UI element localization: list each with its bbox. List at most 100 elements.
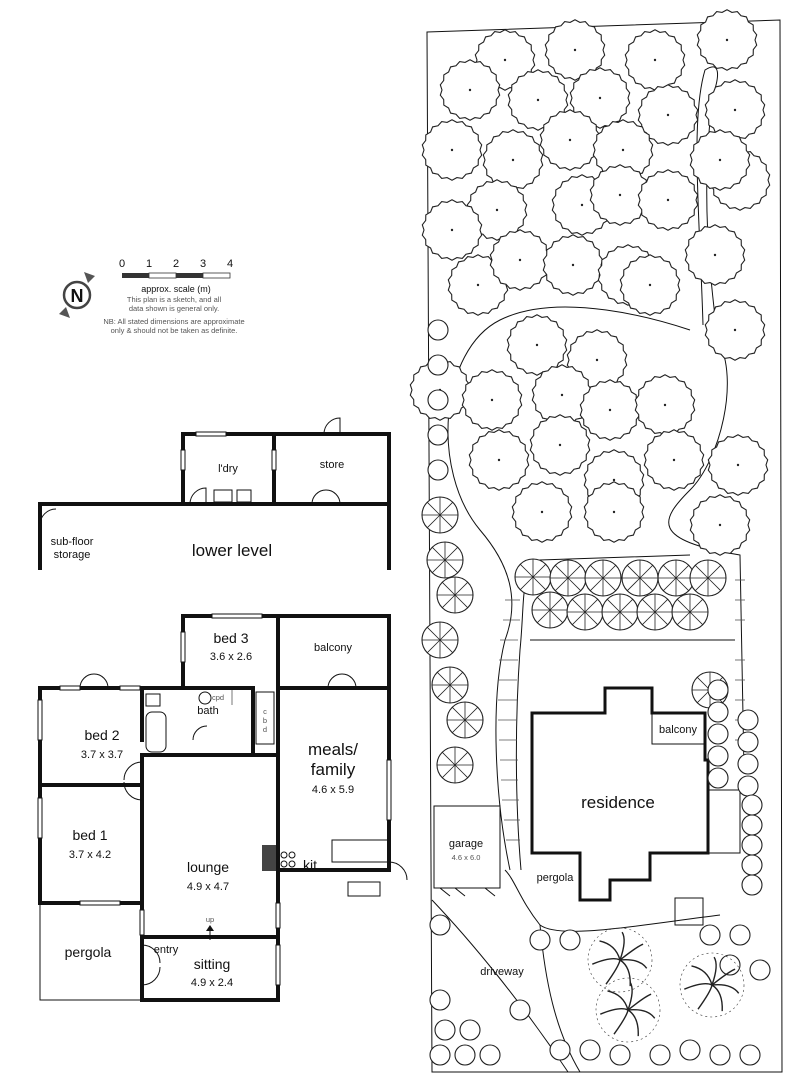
small-tree-icon	[427, 459, 449, 481]
garage-label: garage	[449, 838, 483, 850]
meals-label-2: family	[311, 760, 356, 779]
subfloor-label-1: sub-floor	[51, 536, 94, 548]
shrub-icon	[584, 559, 622, 597]
shrub-icon	[671, 593, 709, 631]
cpd-label: cpd	[212, 693, 224, 702]
disclaimer-line-1: This plan is a sketch, and all	[127, 295, 222, 304]
cbd-b: b	[263, 716, 267, 725]
cbd-d: d	[263, 725, 267, 734]
small-tree-icon	[427, 354, 449, 376]
cbd-c: c	[263, 707, 267, 716]
lower-level-title: lower level	[192, 541, 272, 560]
small-tree-icon	[737, 709, 759, 731]
small-tree-icon	[741, 874, 763, 896]
bed1-label: bed 1	[72, 827, 107, 843]
scale-tick-3: 3	[200, 258, 206, 270]
small-tree-icon	[429, 1044, 451, 1066]
small-tree-icon	[741, 854, 763, 876]
kitchen-label: kit.	[303, 857, 321, 873]
shrub-icon	[549, 559, 587, 597]
sitting-dims: 4.9 x 2.4	[191, 977, 233, 989]
small-tree-icon	[737, 731, 759, 753]
small-tree-icon	[679, 1039, 701, 1061]
gum-tree-icon	[587, 927, 653, 993]
small-tree-icon	[579, 1039, 601, 1061]
scale-bar	[122, 272, 231, 279]
shrub-icon	[636, 593, 674, 631]
scale-legend: 0 1 2 3 4 approx. scale (m) This plan is…	[103, 258, 244, 335]
small-tree-icon	[479, 1044, 501, 1066]
small-tree-icon	[729, 924, 751, 946]
small-tree-icon	[427, 389, 449, 411]
shrub-icon	[421, 621, 459, 659]
lounge-label: lounge	[187, 859, 229, 875]
disclaimer-line-4: only & should not be taken as definite.	[111, 326, 238, 335]
pergola-label: pergola	[65, 944, 112, 960]
lounge-dims: 4.9 x 4.7	[187, 881, 229, 893]
small-tree-icon	[707, 679, 729, 701]
garage-dims: 4.6 x 6.0	[452, 853, 481, 862]
shrub-icon	[566, 593, 604, 631]
small-tree-icon	[434, 1019, 456, 1041]
small-tree-icon	[707, 701, 729, 723]
shrub-icon	[436, 746, 474, 784]
small-tree-icon	[529, 929, 551, 951]
upper-level-plan: up bed 3 3.6 x 2.6 balcony bed 2 3.7 x 3…	[37, 613, 408, 1002]
small-tree-icon	[707, 723, 729, 745]
eucalypt-trees	[587, 927, 745, 1043]
star-trees	[421, 496, 729, 784]
gum-tree-icon	[679, 952, 745, 1018]
store-label: store	[320, 459, 344, 471]
small-tree-icon	[737, 775, 759, 797]
site-pergola-label: pergola	[537, 872, 575, 884]
small-tree-icon	[429, 914, 451, 936]
small-tree-icon	[699, 924, 721, 946]
shrub-icon	[421, 496, 459, 534]
small-tree-icon	[427, 424, 449, 446]
lower-level-plan: l'dry store sub-floor storage lower leve…	[38, 417, 391, 570]
small-tree-icon	[707, 767, 729, 789]
large-trees	[409, 9, 771, 556]
meals-dims: 4.6 x 5.9	[312, 784, 354, 796]
sitting-label: sitting	[194, 956, 231, 972]
shrub-icon	[531, 591, 569, 629]
small-tree-icon	[649, 1044, 671, 1066]
small-tree-icon	[719, 954, 741, 976]
small-tree-icon	[559, 929, 581, 951]
shrub-icon	[514, 558, 552, 596]
bath-label: bath	[197, 705, 218, 717]
upper-balcony-label: balcony	[314, 642, 352, 654]
small-tree-icon	[737, 753, 759, 775]
shrub-icon	[621, 559, 659, 597]
small-trees	[427, 319, 771, 1066]
scale-label: approx. scale (m)	[141, 284, 211, 294]
shrub-icon	[446, 701, 484, 739]
meals-label-1: meals/	[308, 740, 358, 759]
scale-tick-1: 1	[146, 258, 152, 270]
gum-tree-icon	[595, 977, 661, 1043]
shrub-icon	[601, 593, 639, 631]
shrub-icon	[431, 666, 469, 704]
small-tree-icon	[609, 1044, 631, 1066]
shrub-icon	[426, 541, 464, 579]
scale-tick-2: 2	[173, 258, 179, 270]
shrub-icon	[436, 576, 474, 614]
disclaimer-line-2: data shown is general only.	[129, 304, 219, 313]
shrub-icon	[657, 559, 695, 597]
shrub-icon	[689, 559, 727, 597]
residence-label: residence	[581, 793, 655, 812]
bed1-dims: 3.7 x 4.2	[69, 849, 111, 861]
scale-tick-4: 4	[227, 258, 233, 270]
small-tree-icon	[429, 989, 451, 1011]
scale-tick-0: 0	[119, 258, 125, 270]
bed3-label: bed 3	[213, 630, 248, 646]
small-tree-icon	[741, 834, 763, 856]
small-tree-icon	[459, 1019, 481, 1041]
small-tree-icon	[427, 319, 449, 341]
laundry-label: l'dry	[218, 463, 238, 475]
small-tree-icon	[549, 1039, 571, 1061]
small-tree-icon	[741, 794, 763, 816]
small-tree-icon	[454, 1044, 476, 1066]
bed2-label: bed 2	[84, 727, 119, 743]
